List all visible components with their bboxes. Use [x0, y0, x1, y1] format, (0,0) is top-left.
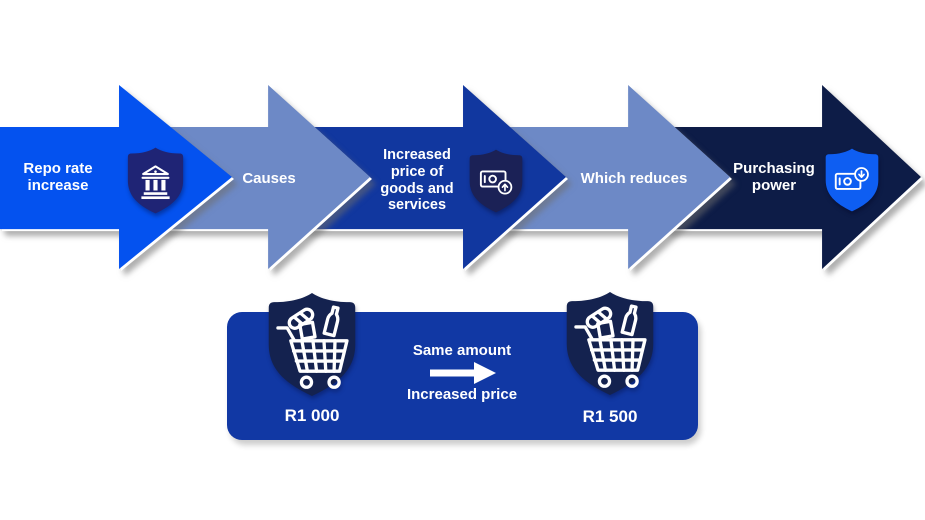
flow-step-5-label: Purchasing power [733, 160, 815, 195]
flow-step-1-arrow [0, 85, 232, 269]
same-amount-label: Same amount [412, 342, 512, 359]
increased-price-label: Increased price [406, 386, 518, 403]
right-arrow-icon [430, 362, 496, 384]
after-amount: R1 500 [582, 407, 638, 426]
money-decrease-shield-icon [825, 148, 879, 212]
money-increase-shield-icon [469, 149, 523, 213]
flow-step-4-label: Which reduces [580, 170, 688, 187]
flow-step-3-label: Increased price of goods and services [380, 147, 454, 214]
grocery-cart-shield-icon [566, 291, 654, 396]
bank-shield-icon [127, 147, 184, 214]
flow-step-2-label: Causes [242, 170, 296, 187]
before-amount: R1 000 [284, 406, 340, 425]
flow-step-1-label: Repo rate increase [23, 160, 93, 195]
grocery-cart-shield-icon [268, 292, 356, 397]
